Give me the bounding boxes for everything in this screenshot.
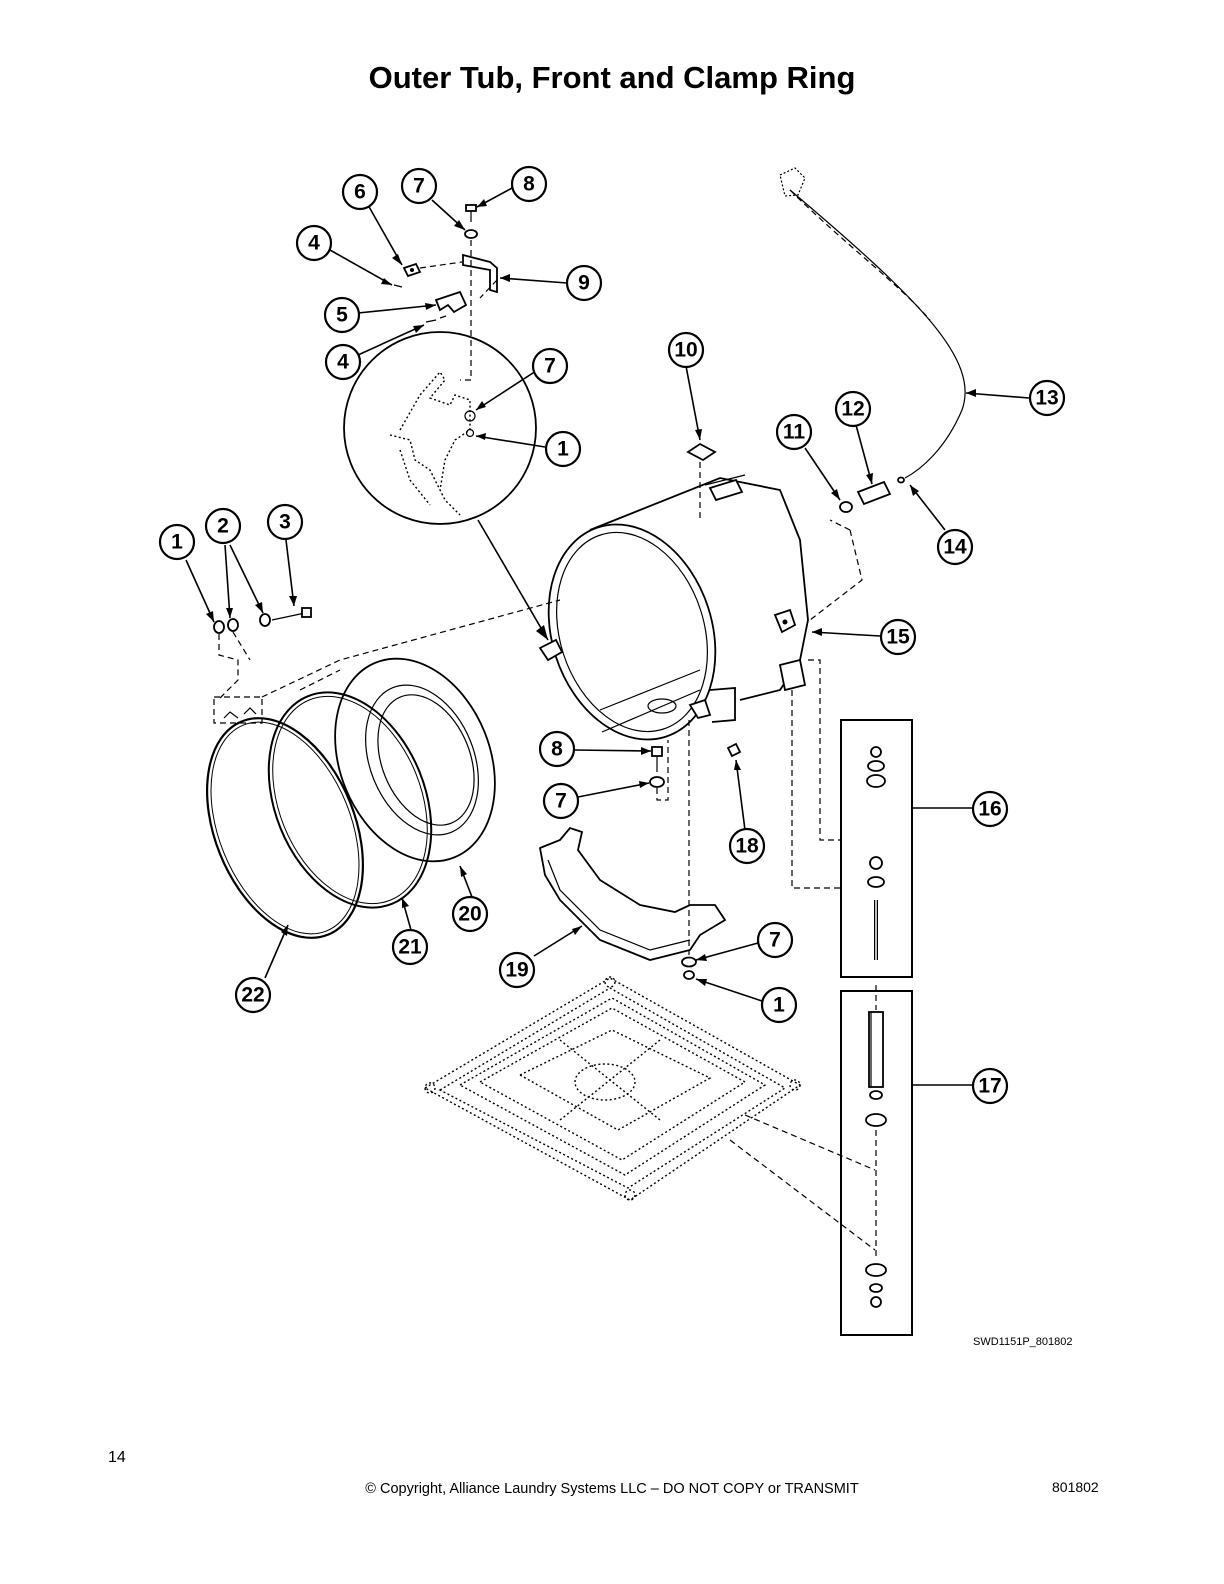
- callout-11: 11: [775, 413, 813, 451]
- callout-4-upper: 4: [295, 224, 333, 262]
- callout-9: 9: [565, 264, 603, 302]
- callout-5: 5: [323, 296, 361, 334]
- clamp-hardware: [213, 599, 561, 724]
- callout-label: 1: [773, 994, 785, 1017]
- base-frame: [423, 976, 876, 1251]
- callout-19: 19: [498, 951, 536, 989]
- callout-8-top: 8: [510, 165, 548, 203]
- leader-lines: [185, 186, 1030, 1002]
- callout-label: 11: [783, 421, 806, 444]
- callout-1-bottom: 1: [760, 986, 798, 1024]
- callout-13: 13: [1028, 379, 1066, 417]
- callout-label: 7: [555, 790, 567, 813]
- copyright-notice: © Copyright, Alliance Laundry Systems LL…: [365, 1481, 859, 1497]
- callout-label: 22: [241, 984, 264, 1007]
- detail-magnifier: [343, 331, 549, 641]
- callout-label: 20: [458, 903, 481, 926]
- callout-7-lower: 7: [542, 782, 580, 820]
- callout-label: 16: [978, 798, 1001, 821]
- callout-label: 6: [354, 181, 366, 204]
- callout-12: 12: [834, 390, 872, 428]
- callout-label: 1: [557, 438, 569, 461]
- suspension-kit-box-16: [791, 659, 972, 978]
- drawing-number: SWD1151P_801802: [973, 1336, 1073, 1348]
- callout-label: 18: [735, 835, 759, 858]
- callout-10: 10: [667, 331, 705, 369]
- callout-21: 21: [391, 928, 429, 966]
- callout-17: 17: [971, 1067, 1009, 1105]
- callout-8-lower: 8: [538, 730, 576, 768]
- callout-label: 7: [413, 175, 425, 198]
- callout-label: 8: [551, 738, 563, 761]
- callout-label: 15: [886, 626, 910, 649]
- callout-1-detail: 1: [544, 430, 582, 468]
- callout-label: 2: [217, 515, 229, 538]
- callout-2: 2: [204, 507, 242, 545]
- callout-6: 6: [341, 173, 379, 211]
- callout-label: 7: [769, 929, 781, 952]
- label-sticker: [686, 442, 717, 462]
- callout-label: 4: [337, 351, 349, 374]
- page-title: Outer Tub, Front and Clamp Ring: [368, 60, 856, 95]
- callout-20: 20: [451, 895, 489, 933]
- callout-label: 3: [279, 511, 291, 534]
- outer-tub: [538, 474, 863, 741]
- callout-18: 18: [728, 827, 766, 865]
- clamp-ring-and-tub-front: [206, 657, 496, 939]
- callout-14: 14: [936, 528, 974, 566]
- callout-label: 13: [1035, 387, 1058, 410]
- callout-7-top: 7: [400, 167, 438, 205]
- callout-label: 19: [505, 959, 528, 982]
- pressure-hose-assembly: [779, 167, 966, 513]
- callout-4-lower: 4: [324, 343, 362, 381]
- callout-label: 12: [841, 398, 864, 421]
- callout-7-bottom: 7: [756, 921, 794, 959]
- page-number: 14: [108, 1449, 126, 1466]
- upper-bracket-hardware: [393, 204, 498, 381]
- callout-label: 7: [544, 355, 556, 378]
- callout-22: 22: [234, 976, 272, 1014]
- callout-label: 8: [523, 173, 535, 196]
- callout-label: 14: [943, 536, 967, 559]
- callout-15: 15: [879, 618, 917, 656]
- callout-label: 10: [674, 339, 697, 362]
- callout-label: 17: [978, 1075, 1001, 1098]
- callout-label: 9: [578, 272, 590, 295]
- tub-support-bracket: [538, 720, 742, 980]
- callout-3: 3: [266, 503, 304, 541]
- callout-label: 5: [336, 304, 348, 327]
- suspension-kit-box-17: [840, 985, 972, 1336]
- callout-7-detail: 7: [531, 347, 569, 385]
- callout-label: 1: [171, 531, 183, 554]
- callout-label: 4: [308, 232, 320, 255]
- document-number: 801802: [1052, 1479, 1099, 1495]
- callout-label: 21: [398, 936, 422, 959]
- callout-16: 16: [971, 790, 1009, 828]
- callout-1-left: 1: [158, 523, 196, 561]
